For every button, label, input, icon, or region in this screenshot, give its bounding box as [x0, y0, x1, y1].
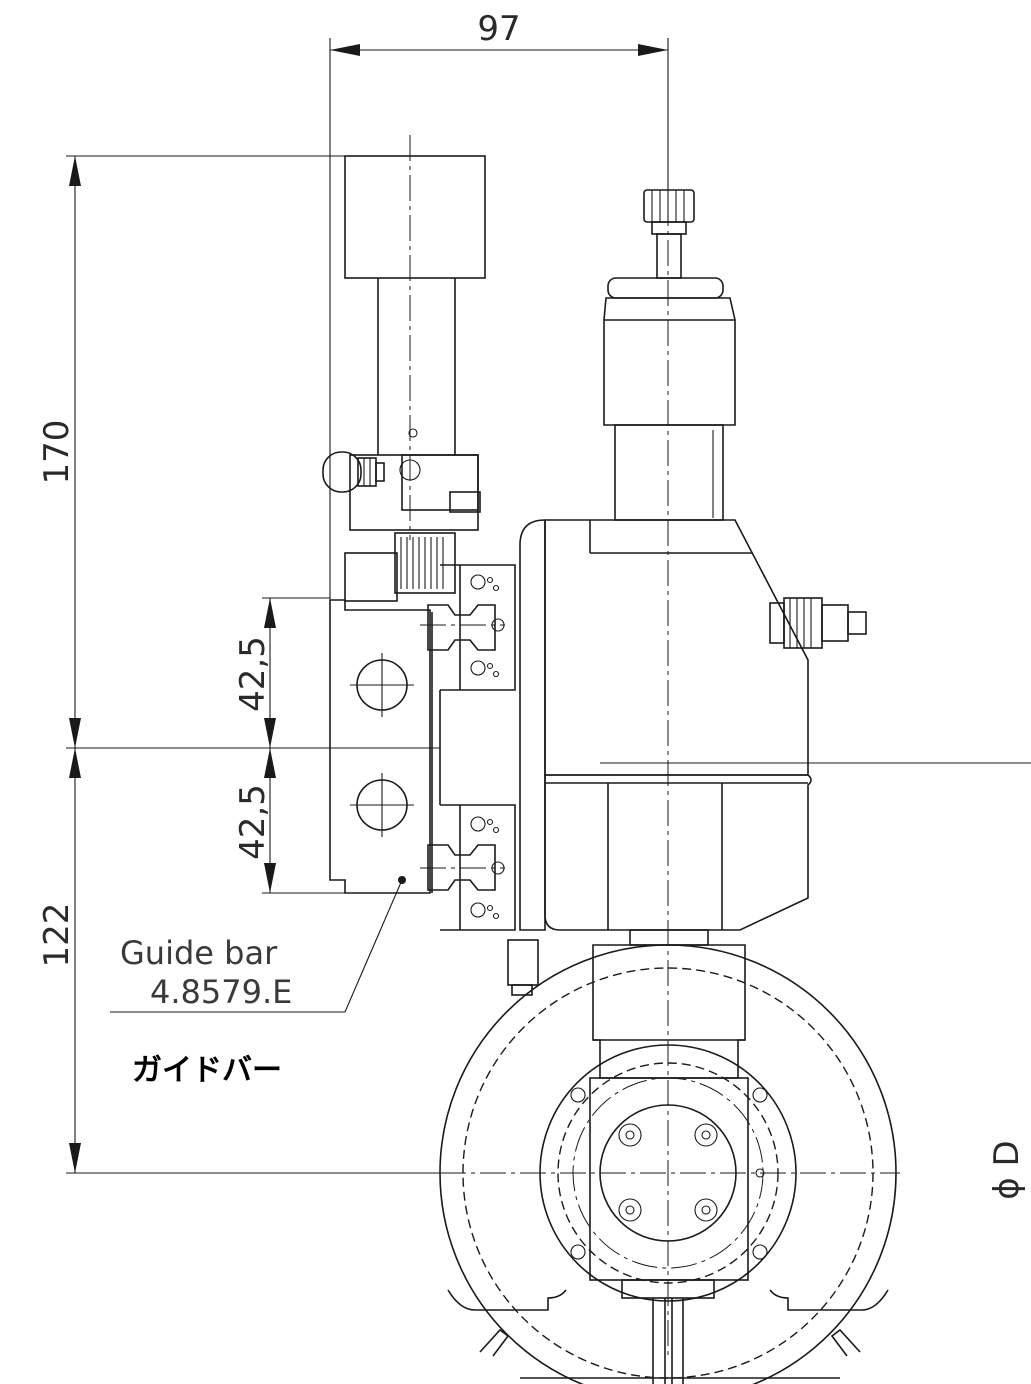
main-housing [519, 519, 812, 931]
dimension-label-170: 170 [37, 420, 77, 485]
slide-block-upper [420, 564, 516, 691]
dimension-height-170: 170 [37, 155, 345, 748]
pneumatic-fitting [769, 597, 867, 649]
slide-block-lower [420, 804, 516, 931]
dimension-pitch-upper: 42,5 [233, 597, 330, 748]
dimension-pitch-lower: 42,5 [233, 748, 345, 894]
dimension-label-diameter: ϕ D [987, 1140, 1027, 1199]
top-spindle [603, 160, 736, 1360]
upper-cylinder [344, 135, 486, 540]
dimension-label-122: 122 [37, 903, 77, 968]
guide-bar-callout: Guide bar 4.8579.E ガイドバー [110, 879, 403, 1088]
dimension-label-42-5-upper: 42,5 [233, 636, 273, 712]
callout-label-line1: Guide bar [120, 934, 278, 972]
side-knob [322, 451, 385, 493]
guide-bar [320, 599, 441, 894]
dimension-label-97: 97 [477, 9, 520, 49]
callout-label-line2: 4.8579.E [150, 973, 292, 1011]
dimension-label-42-5-lower: 42,5 [233, 784, 273, 860]
callout-label-japanese: ガイドバー [132, 1053, 282, 1088]
dimension-height-122: 122 [37, 747, 440, 1174]
clamp-ring [439, 929, 900, 1384]
pinion-gear [344, 532, 456, 602]
dimension-width-97: 97 [329, 9, 669, 600]
dimension-diameter: ϕ D [600, 762, 1031, 1200]
